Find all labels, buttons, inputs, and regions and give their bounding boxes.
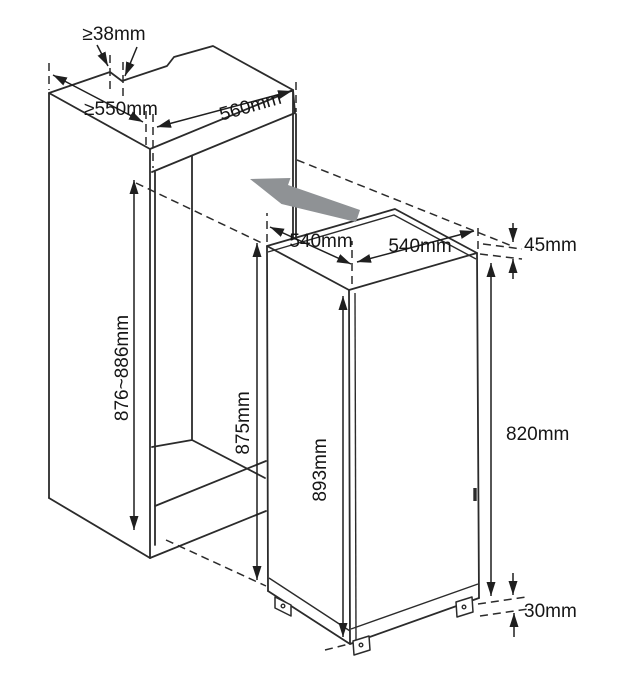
label-door-height: 820mm <box>506 424 569 445</box>
label-niche-min-depth: ≥550mm <box>84 99 158 120</box>
niche-interior-lines <box>149 155 267 559</box>
label-niche-width: 560mm <box>217 88 284 126</box>
niche-cabinet-drawing <box>48 45 297 559</box>
bottom-alignment-line <box>165 539 267 587</box>
top-alignment-line <box>135 182 265 245</box>
label-fridge-height: 893mm <box>310 438 331 501</box>
label-niche-inner-height: 875mm <box>233 391 254 454</box>
label-top-clearance: 45mm <box>524 235 577 256</box>
dimension-labels: ≥38mm ≥550mm 560mm 540mm 540mm 45mm 876~… <box>82 24 576 622</box>
label-notch-min-width: ≥38mm <box>82 24 145 45</box>
label-fridge-width: 540mm <box>388 236 451 257</box>
dimension-lines <box>52 44 519 637</box>
label-niche-height-range: 876~886mm <box>112 315 133 421</box>
fridge-drawing <box>266 208 480 656</box>
insertion-direction-arrow <box>250 178 360 222</box>
label-bottom-clearance: 30mm <box>524 601 577 622</box>
fridge-plinth <box>268 577 479 632</box>
label-fridge-depth: 540mm <box>289 231 352 252</box>
fridge-feet <box>274 596 474 656</box>
